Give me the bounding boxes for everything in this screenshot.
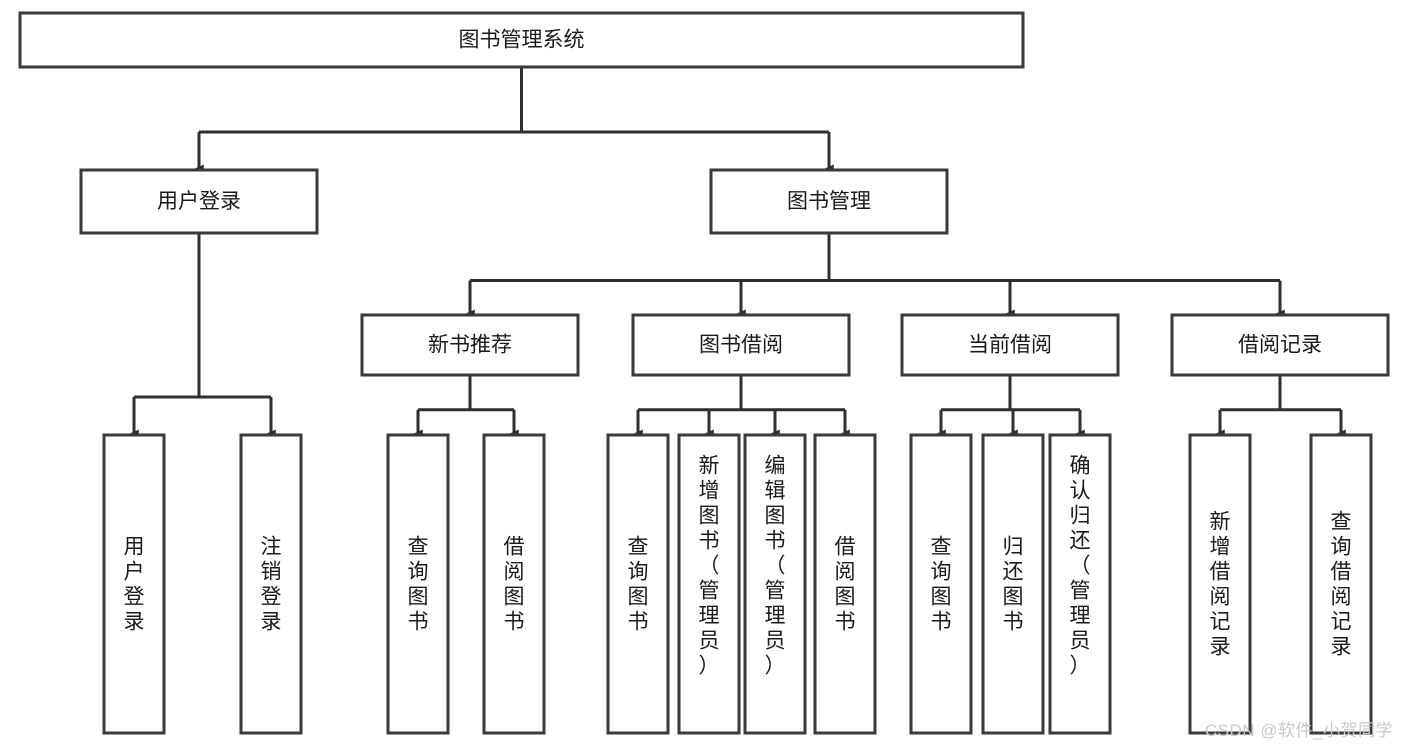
node-leaf-borrow-book-1[interactable]: 借阅图书 [482,433,546,735]
node-label-leaf-user-login: 用户登录 [124,536,145,634]
node-label-leaf-logout: 注销登录 [261,536,282,634]
edge-group-root [193,67,834,174]
node-box-root [18,11,1025,69]
node-label-leaf-borrow-book-1: 借阅图书 [504,536,525,634]
node-box-book-manage [709,168,949,235]
edge-group-borrow-record [1214,375,1346,439]
edge-group-book-manage [464,233,1285,319]
node-label-leaf-query-book-2: 查询图书 [628,536,649,634]
node-label-leaf-query-book-3: 查询图书 [931,536,952,634]
node-box-current-borrow [900,313,1120,377]
node-new-book-rec[interactable]: 新书推荐 [360,313,580,377]
node-leaf-add-book[interactable]: 新增图书（管理员） [677,433,741,735]
node-label-leaf-query-book-1: 查询图书 [408,536,429,634]
node-box-leaf-query-book-2 [606,433,670,735]
node-box-leaf-return-book [981,433,1045,735]
node-label-new-book-rec: 新书推荐 [428,334,512,357]
node-box-borrow-record [1170,313,1390,377]
node-book-borrow[interactable]: 图书借阅 [631,313,851,377]
node-leaf-edit-book[interactable]: 编辑图书（管理员） [743,433,807,735]
node-label-book-manage: 图书管理 [787,190,871,213]
watermark-label: CSDN @软件_小贺同学 [1204,721,1393,740]
node-box-user-login [79,168,319,235]
node-box-leaf-user-login [102,433,166,735]
node-box-leaf-logout [239,433,303,735]
node-leaf-query-book-3[interactable]: 查询图书 [909,433,973,735]
node-leaf-query-record[interactable]: 查询借阅记录 [1309,433,1373,735]
node-box-leaf-add-record [1188,433,1252,735]
node-box-leaf-query-book-1 [386,433,450,735]
node-box-leaf-query-book-3 [909,433,973,735]
edge-group-new-book-rec [412,375,519,439]
node-label-leaf-borrow-book-2: 借阅图书 [835,536,856,634]
node-label-leaf-edit-book: 编辑图书（管理员） [765,455,786,678]
node-leaf-borrow-book-2[interactable]: 借阅图书 [813,433,877,735]
node-leaf-query-book-1[interactable]: 查询图书 [386,433,450,735]
node-label-user-login: 用户登录 [157,190,241,213]
node-label-leaf-confirm-return: 确认归还（管理员） [1070,455,1091,678]
node-box-leaf-query-record [1309,433,1373,735]
node-leaf-add-record[interactable]: 新增借阅记录 [1188,433,1252,735]
node-leaf-confirm-return[interactable]: 确认归还（管理员） [1048,433,1112,735]
node-layer: 图书管理系统用户登录图书管理新书推荐图书借阅当前借阅借阅记录用户登录注销登录查询… [18,11,1390,735]
node-box-leaf-add-book [677,433,741,735]
node-label-leaf-return-book: 归还图书 [1003,536,1024,634]
node-leaf-logout[interactable]: 注销登录 [239,433,303,735]
edge-group-current-borrow [935,375,1085,439]
node-label-root: 图书管理系统 [459,29,585,52]
node-box-leaf-borrow-book-1 [482,433,546,735]
node-leaf-query-book-2[interactable]: 查询图书 [606,433,670,735]
node-leaf-user-login[interactable]: 用户登录 [102,433,166,735]
node-label-leaf-add-record: 新增借阅记录 [1210,511,1231,659]
node-label-borrow-record: 借阅记录 [1238,334,1322,357]
node-root[interactable]: 图书管理系统 [18,11,1025,69]
node-label-book-borrow: 图书借阅 [699,334,783,357]
node-box-book-borrow [631,313,851,377]
node-current-borrow[interactable]: 当前借阅 [900,313,1120,377]
node-box-new-book-rec [360,313,580,377]
node-borrow-record[interactable]: 借阅记录 [1170,313,1390,377]
edge-group-user-login [128,233,276,439]
edge-group-book-borrow [632,375,850,439]
node-label-current-borrow: 当前借阅 [968,334,1052,357]
node-box-leaf-edit-book [743,433,807,735]
node-user-login[interactable]: 用户登录 [79,168,319,235]
node-leaf-return-book[interactable]: 归还图书 [981,433,1045,735]
node-book-manage[interactable]: 图书管理 [709,168,949,235]
node-label-leaf-add-book: 新增图书（管理员） [699,455,720,678]
node-label-leaf-query-record: 查询借阅记录 [1331,511,1352,659]
node-box-leaf-borrow-book-2 [813,433,877,735]
edge-layer [128,67,1346,439]
node-box-leaf-confirm-return [1048,433,1112,735]
